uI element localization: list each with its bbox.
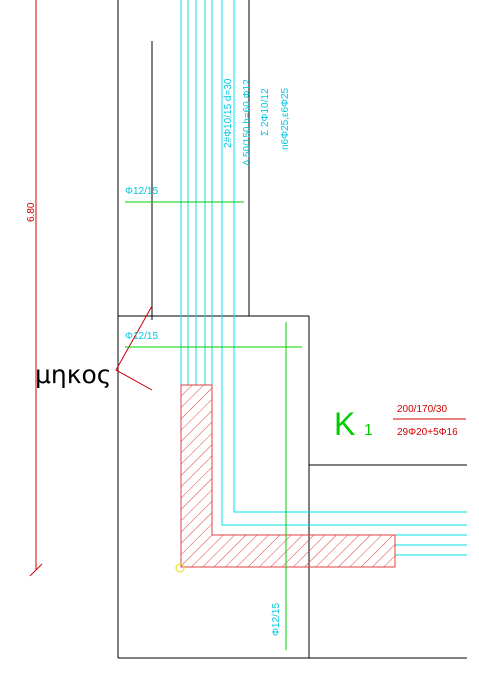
- column-number: 1: [364, 422, 373, 439]
- annotation-rebar-upper: Φ12/15: [125, 186, 158, 197]
- hatched-section: [180, 384, 396, 568]
- length-label: μηκος: [35, 360, 111, 389]
- annotation-rebar-lower: Φ12/15: [271, 603, 282, 636]
- corner-marker: [175, 563, 185, 573]
- column-dims: 200/170/30: [397, 404, 447, 415]
- annotation-bars-3: Σ 2Φ10/12: [260, 88, 271, 136]
- green-rebars: [125, 201, 302, 650]
- annotation-bars-2: Δ 50/150 h=60 Φ12: [242, 79, 253, 166]
- dimension-line: [29, 0, 43, 577]
- length-arrow: [115, 305, 153, 391]
- annotation-bars-4: n6Φ25,ε6Φ25: [280, 87, 291, 150]
- annotation-bars-1: 2#Φ10/15 d=30: [223, 78, 234, 148]
- vertical-rebars: [180, 0, 467, 556]
- wall-outline: [117, 0, 467, 659]
- annotation-rebar-middle: Φ12/15: [125, 331, 158, 342]
- column-reinforcement: 29Φ20+5Φ16: [397, 427, 458, 438]
- column-label: K: [334, 406, 355, 442]
- dimension-label: 6.80: [26, 202, 37, 222]
